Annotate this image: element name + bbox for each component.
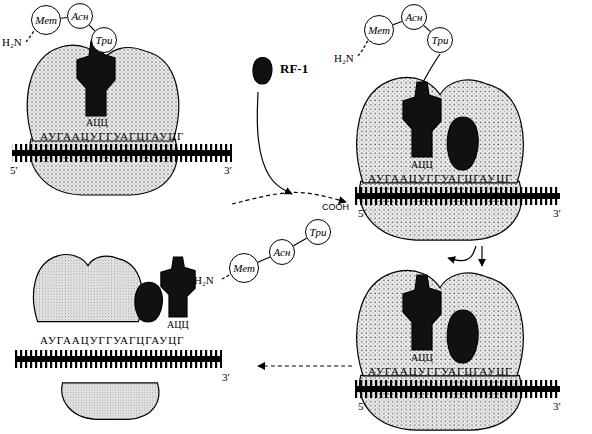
large-subunit: [357, 77, 523, 182]
rf1-factor: [447, 310, 478, 363]
sequence-label: АУГААЦУГГУАГЦГАУЦГ: [40, 334, 184, 346]
amino-acid-name: Три: [432, 35, 449, 46]
trna: [403, 82, 441, 157]
peptide-bond: [393, 22, 402, 25]
mrna-ticks: [12, 144, 232, 162]
sequence-label: H₂N: [194, 274, 214, 286]
trna: [403, 275, 441, 350]
peptide-bond: [293, 238, 306, 245]
sequence-label: АУГААЦУГГУАГЦГАУЦГ: [368, 172, 512, 184]
sequence-label: H₂N: [334, 52, 354, 64]
rf1-factor: [135, 282, 162, 322]
sequence-label: АУГААЦУГГУАГЦГАУЦГ: [40, 130, 184, 142]
sequence-label: 3′: [553, 207, 561, 219]
amino-acid-name: Асн: [72, 11, 89, 22]
amino-acid-circle: Три: [305, 219, 331, 245]
sequence-label: 5′: [10, 164, 18, 176]
sequence-label: АЦЦ: [411, 159, 433, 170]
amino-acid-circle: Три: [427, 27, 453, 53]
trna: [77, 41, 115, 116]
amino-acid-circle: Асн: [401, 4, 427, 30]
amino-acid-circle: Три: [91, 27, 117, 53]
step-arrow: [258, 365, 352, 366]
trna-stem: [422, 54, 440, 84]
mrna-strand: [355, 193, 560, 199]
rf1-arrow: [257, 92, 292, 194]
large-subunit: [357, 270, 523, 375]
sequence-label: COOH: [322, 203, 349, 213]
amino-acid-name: Асн: [406, 12, 423, 23]
step-arrow: [481, 246, 482, 266]
mrna-ticks: [355, 380, 560, 398]
sequence-label: 3′: [224, 164, 232, 176]
amino-acid-name: Три: [310, 227, 327, 238]
amino-acid-circle: Асн: [67, 3, 93, 29]
sequence-label: 5′: [358, 207, 366, 219]
amino-acid-circle: Мет: [229, 253, 259, 283]
amino-acid-name: Асн: [274, 247, 291, 258]
amino-acid-circle: Асн: [269, 239, 295, 265]
sequence-label: АУГААЦУГГУАГЦГАУЦГ: [368, 365, 512, 377]
amino-acid-name: Три: [96, 35, 113, 46]
rf1-factor: [253, 58, 272, 85]
sequence-label: H₂N: [2, 36, 22, 48]
mrna-ticks: [355, 187, 560, 205]
amino-acid-name: Мет: [233, 263, 255, 274]
large-subunit: [34, 255, 143, 322]
sequence-label: 3′: [222, 371, 230, 383]
rf1-factor: [447, 117, 478, 170]
amino-acid-name: Мет: [35, 15, 57, 26]
small-subunit: [62, 383, 159, 419]
amino-acid-circle: Мет: [364, 15, 394, 45]
sequence-label: АЦЦ: [167, 319, 189, 330]
sequence-label: 5′: [358, 400, 366, 412]
sequence-label: 3′: [553, 400, 561, 412]
mrna-strand: [355, 386, 560, 392]
mrna-strand: [15, 356, 222, 362]
amino-acid-circle: Мет: [31, 5, 61, 35]
sequence-label: АЦЦ: [86, 117, 108, 128]
mrna-strand: [12, 150, 232, 156]
sequence-label: АЦЦ: [411, 352, 433, 363]
trna: [161, 257, 195, 317]
amino-acid-name: Мет: [368, 25, 390, 36]
peptide-dash: [358, 40, 368, 56]
peptide-bond: [258, 257, 270, 262]
factor-label: RF-1: [280, 62, 308, 76]
release-arrow: [448, 246, 476, 261]
mrna-ticks: [15, 350, 222, 368]
